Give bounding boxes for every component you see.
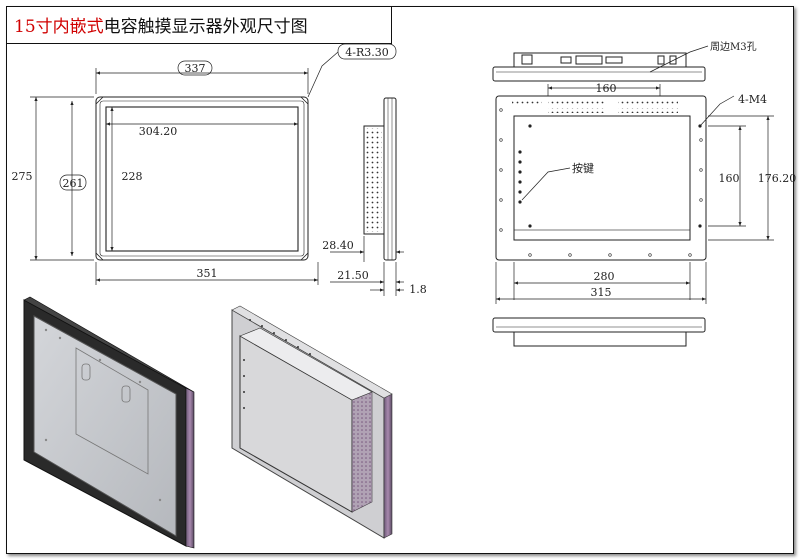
back-3d-view bbox=[231, 305, 393, 539]
front-bezel-inner bbox=[99, 100, 305, 257]
key-holes bbox=[518, 124, 702, 228]
title-description: 电容触摸显示器外观尺寸图 bbox=[103, 17, 308, 37]
dim-21-50: 21.50 bbox=[337, 269, 369, 282]
side-dimensions bbox=[330, 236, 404, 296]
front-dim-labels: 337 304.20 351 275 261 228 4-R3.30 bbox=[12, 46, 389, 280]
label-keys: 按键 bbox=[572, 161, 594, 175]
dim-1-8: 1.8 bbox=[409, 283, 427, 296]
dim-28-40: 28.40 bbox=[322, 239, 354, 252]
label-mount-holes: 周边M3孔 bbox=[710, 41, 757, 53]
dim-275: 275 bbox=[12, 170, 33, 183]
sheet-frame bbox=[6, 6, 794, 554]
top-view bbox=[492, 52, 706, 82]
back-view bbox=[495, 95, 707, 261]
back-dimensions bbox=[495, 84, 774, 304]
dim-337: 337 bbox=[185, 62, 206, 75]
back-dim-labels: 160 4-M4 按键 160 176.20 280 315 bbox=[572, 82, 796, 299]
front-bezel-outer bbox=[95, 96, 309, 261]
dim-vert-160: 160 bbox=[719, 172, 740, 185]
dim-top-160: 160 bbox=[596, 82, 617, 95]
bottom-view bbox=[492, 317, 706, 347]
dim-280: 280 bbox=[594, 270, 615, 283]
dim-176-20: 176.20 bbox=[758, 172, 797, 185]
dim-261: 261 bbox=[63, 177, 84, 190]
side-dim-labels: 28.40 21.50 1.8 bbox=[322, 239, 427, 296]
dim-351: 351 bbox=[197, 267, 218, 280]
title-box: 15寸内嵌式电容触摸显示器外观尺寸图 bbox=[6, 6, 392, 44]
front-dimensions bbox=[30, 43, 397, 285]
dim-228: 228 bbox=[122, 170, 143, 183]
side-vent-holes bbox=[366, 128, 382, 232]
dim-corner-radius: 4-R3.30 bbox=[345, 46, 389, 59]
dim-315: 315 bbox=[591, 286, 612, 299]
side-view bbox=[363, 97, 397, 261]
dim-304: 304.20 bbox=[139, 125, 178, 138]
front-view bbox=[95, 96, 309, 261]
front-3d-view bbox=[23, 296, 195, 549]
title-model: 15寸内嵌式 bbox=[14, 17, 104, 37]
label-vesa-screws: 4-M4 bbox=[738, 93, 767, 106]
